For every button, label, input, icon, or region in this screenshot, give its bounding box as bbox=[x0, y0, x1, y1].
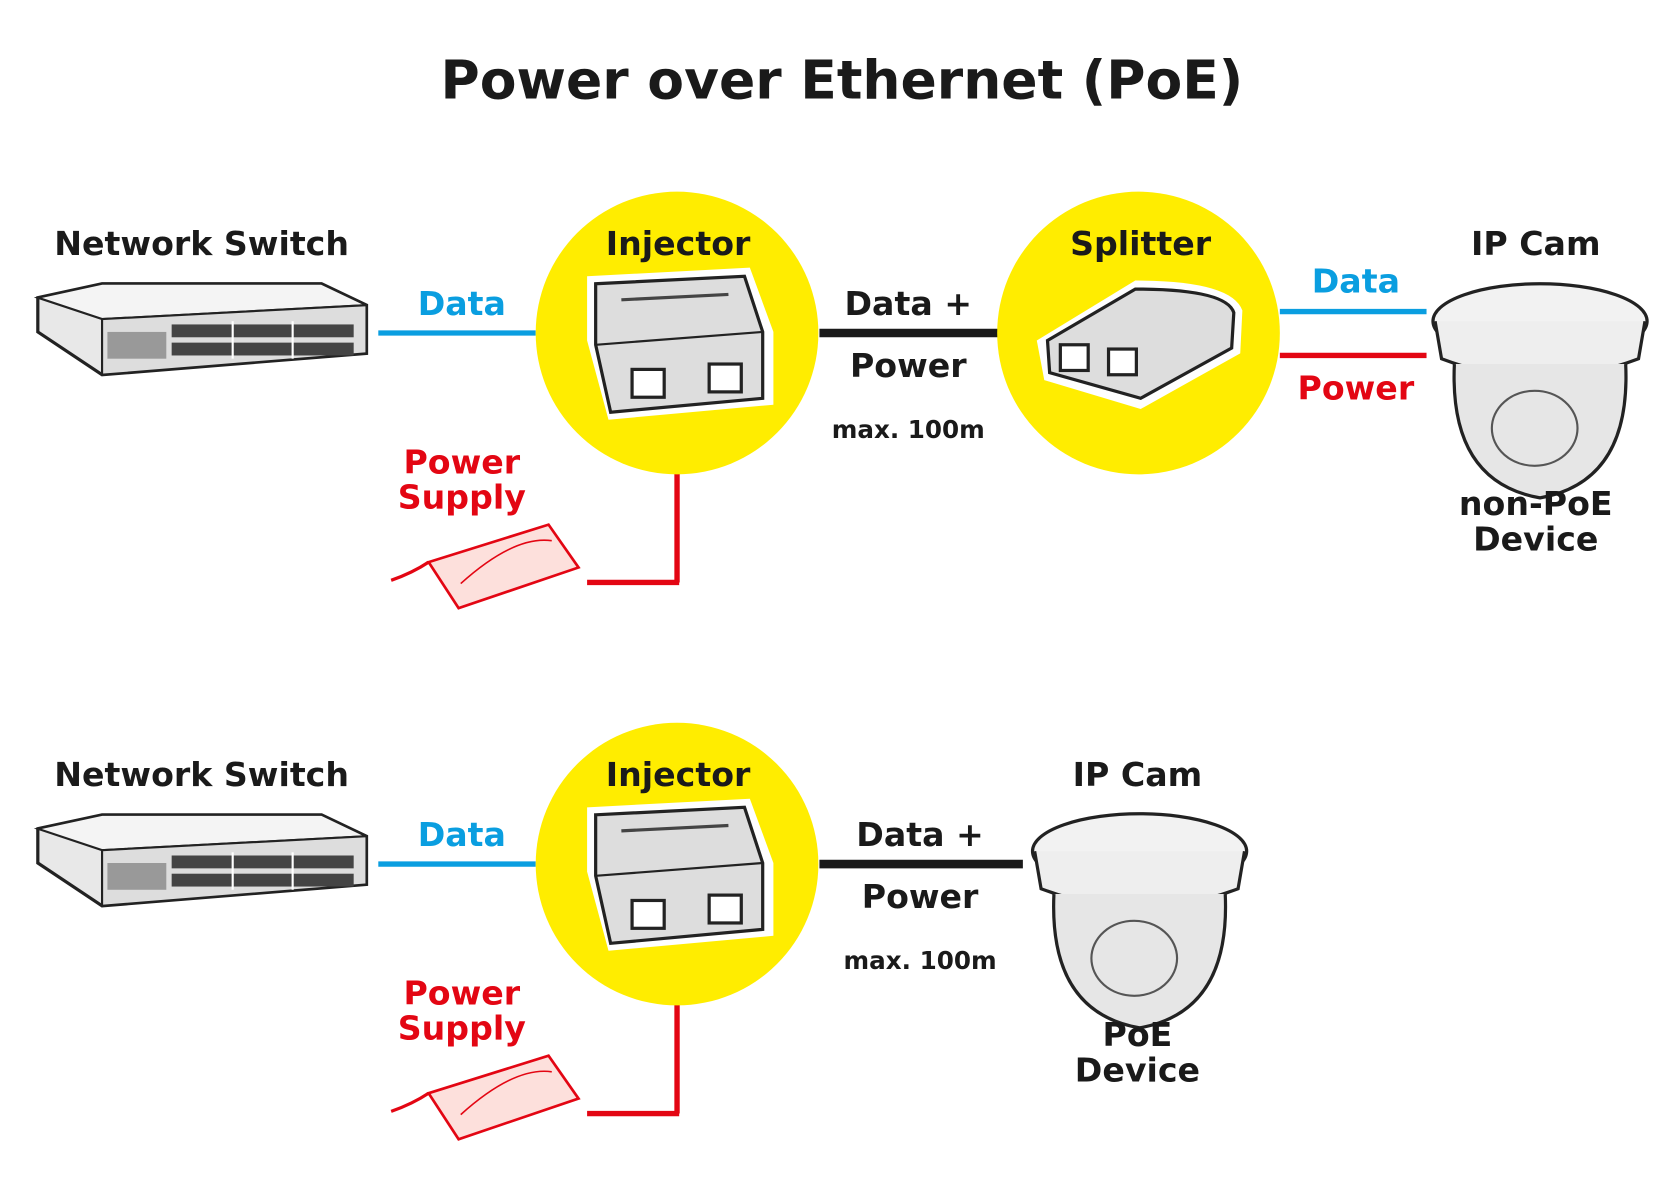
network-switch-icon bbox=[36, 282, 369, 377]
splitter-label: Splitter bbox=[1070, 224, 1212, 263]
power-supply-icon bbox=[389, 523, 581, 610]
cam-label: IP Cam bbox=[1471, 224, 1601, 263]
out-data-label: Data bbox=[1312, 261, 1400, 300]
device-label-2: Device bbox=[1075, 1050, 1200, 1089]
data-label: Data bbox=[418, 815, 506, 854]
power-supply-label-1: Power bbox=[403, 442, 520, 481]
power-supply-label-2: Supply bbox=[398, 478, 526, 517]
page-title: Power over Ethernet (PoE) bbox=[441, 49, 1244, 112]
network-switch-icon bbox=[36, 813, 369, 908]
bottom-row: Network Switch Data Injector Power Suppl… bbox=[36, 721, 1249, 1141]
switch-label: Network Switch bbox=[54, 755, 349, 794]
power-supply-label-1: Power bbox=[403, 973, 520, 1012]
link-label-2: Power bbox=[850, 346, 967, 385]
distance-label: max. 100m bbox=[844, 946, 997, 975]
switch-label: Network Switch bbox=[54, 224, 349, 263]
ip-camera-icon bbox=[1030, 812, 1249, 1030]
link-label-1: Data + bbox=[856, 815, 984, 854]
cam-label: IP Cam bbox=[1073, 755, 1203, 794]
power-supply-label-2: Supply bbox=[398, 1009, 526, 1048]
data-label: Data bbox=[418, 284, 506, 323]
out-power-label: Power bbox=[1298, 368, 1415, 407]
injector-label: Injector bbox=[606, 755, 751, 794]
injector-label: Injector bbox=[606, 224, 751, 263]
ip-camera-icon bbox=[1431, 282, 1649, 500]
top-row: Network Switch Data Injector Power Suppl… bbox=[36, 190, 1649, 610]
distance-label: max. 100m bbox=[832, 415, 985, 444]
splitter-icon bbox=[997, 191, 1280, 475]
device-label-1: PoE bbox=[1103, 1015, 1173, 1054]
link-label-2: Power bbox=[862, 877, 979, 916]
power-supply-icon bbox=[389, 1054, 581, 1141]
link-label-1: Data + bbox=[845, 284, 973, 323]
device-label-1: non-PoE bbox=[1459, 484, 1613, 523]
device-label-2: Device bbox=[1473, 519, 1598, 558]
